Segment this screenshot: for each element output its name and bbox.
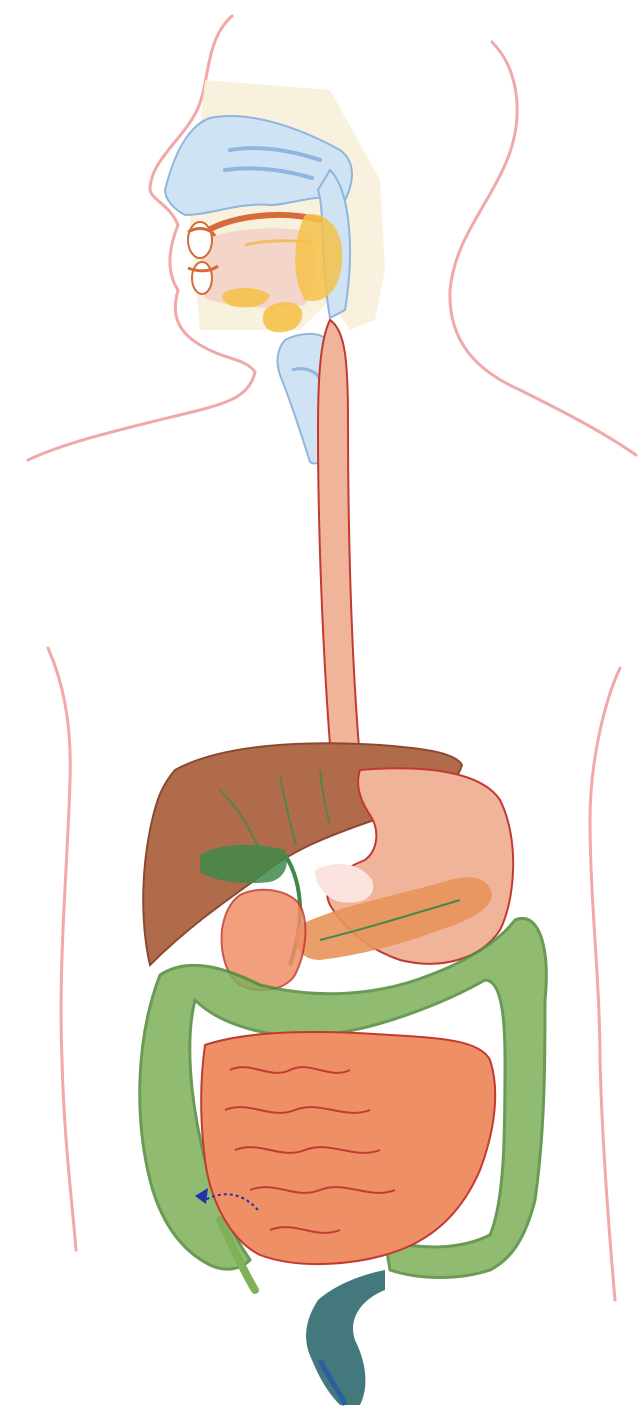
gallbladder (200, 845, 287, 883)
torso-right-outline (590, 668, 620, 1300)
head-right-outline (450, 42, 636, 455)
lower-teeth (192, 262, 212, 294)
rectum (306, 1270, 385, 1405)
head-region (165, 80, 385, 463)
torso-left-outline (48, 648, 76, 1250)
esophagus (318, 320, 360, 770)
